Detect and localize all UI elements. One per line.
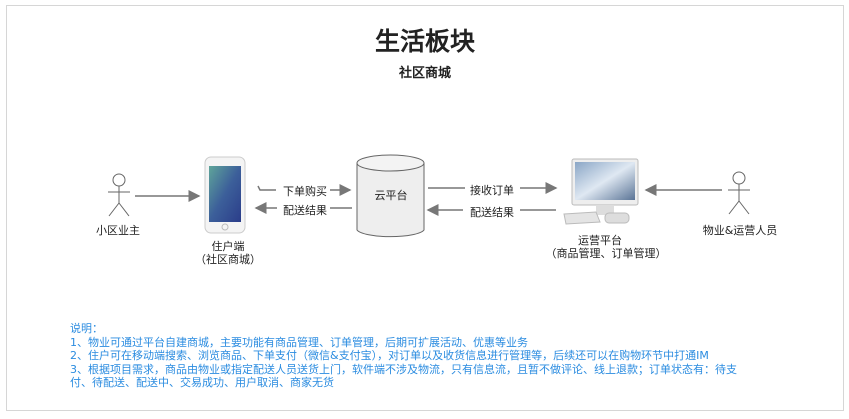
note-line: 2、住户可在移动端搜索、浏览商品、下单支付（微信&支付宝），对订单以及收货信息进… (70, 349, 709, 362)
arrow-label-result-2: 配送结果 (470, 206, 514, 219)
arrow-label-order: 下单购买 (283, 185, 327, 198)
phone-label: 住户端 (211, 240, 245, 253)
actor-left-icon (108, 173, 130, 217)
page-title: 生活板块 (374, 27, 476, 56)
phone-sublabel: （社区商城） (195, 253, 261, 266)
notes-heading: 说明： (70, 322, 103, 335)
arrow-label-receive: 接收订单 (470, 184, 514, 197)
note-line: 1、物业可通过平台自建商城，主要功能有商品管理、订单管理，后期可扩展活动、优惠等… (70, 335, 528, 349)
phone-icon (204, 156, 246, 234)
notes: 说明： 1、物业可通过平台自建商城，主要功能有商品管理、订单管理，后期可扩展活动… (70, 322, 750, 390)
ops-sublabel: （商品管理、订单管理） (545, 247, 667, 260)
ops-label: 运营平台 (578, 234, 622, 247)
cloud-label: 云平台 (374, 189, 408, 202)
actor-right-label: 物业&运营人员 (702, 224, 778, 237)
note-line: 3、根据项目需求，商品由物业或指定配送人员送货上门，软件端不涉及物流，只有信息流… (70, 362, 737, 390)
page-subtitle: 社区商城 (398, 66, 452, 81)
cloud-cylinder-icon (356, 154, 425, 238)
arrows (135, 182, 722, 216)
arrow-label-result-1: 配送结果 (283, 204, 327, 217)
frame (6, 5, 844, 411)
actor-left-label: 小区业主 (96, 224, 140, 237)
actor-right-icon (728, 171, 750, 215)
computer-icon (563, 158, 639, 225)
